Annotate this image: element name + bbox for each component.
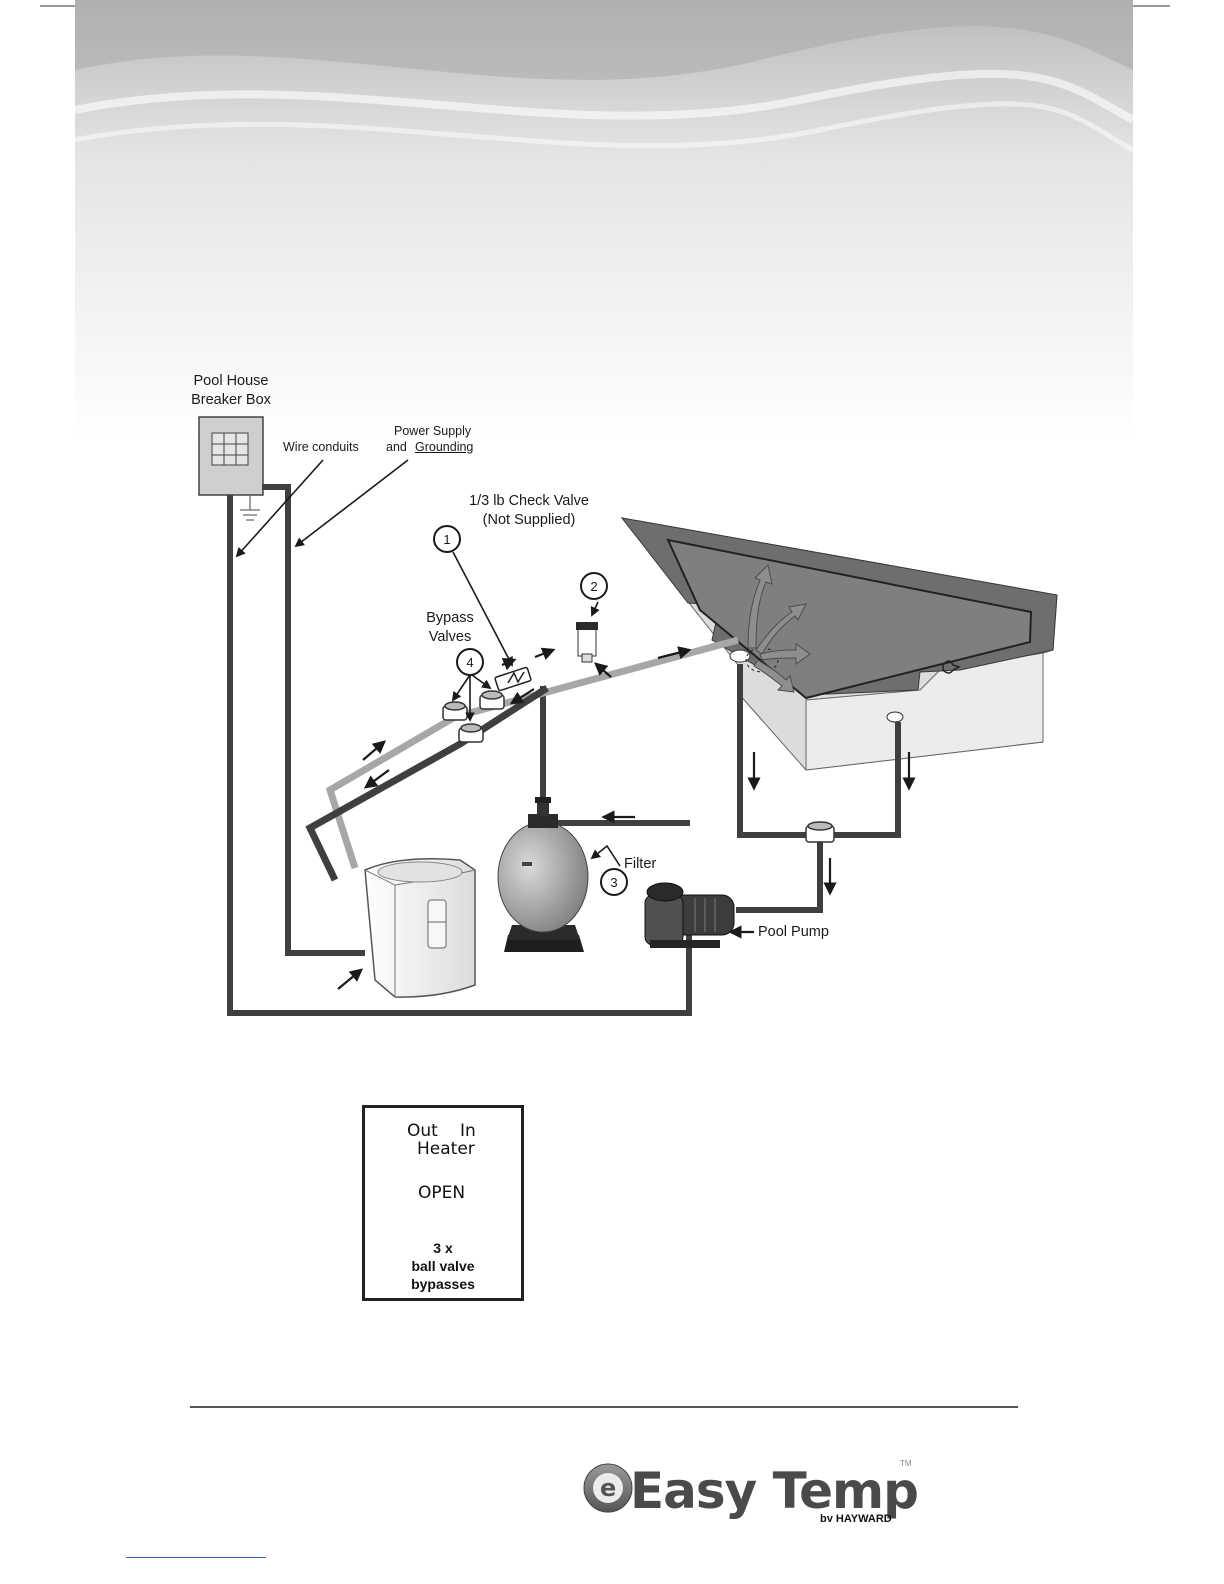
easy-temp-logo: e Easy Temp TM by HAYWARD — [582, 1452, 942, 1522]
ball-valve-legend: Out In Heater OPEN 3 x ball valve bypass… — [362, 1105, 524, 1301]
footer-divider — [190, 1406, 1018, 1408]
main-drain-icon — [887, 712, 903, 722]
svg-text:1: 1 — [443, 532, 450, 547]
chlorinator-icon — [576, 622, 598, 662]
heat-pump-heater-icon — [365, 859, 475, 997]
pool-deck — [622, 518, 1057, 770]
footer-link-underline — [126, 1557, 266, 1558]
check-valve-icon — [495, 667, 532, 691]
legend-out-label: Out — [407, 1121, 438, 1141]
and-label: and — [386, 438, 407, 457]
callout-2: 2 — [581, 573, 607, 599]
legend-heater-label: Heater — [417, 1139, 475, 1159]
svg-text:TM: TM — [900, 1459, 912, 1468]
check-valve-label: 1/3 lb Check Valve (Not Supplied) — [456, 492, 602, 530]
svg-text:e: e — [600, 1474, 616, 1502]
filter-label: Filter — [624, 855, 656, 874]
breaker-box-label: Pool House Breaker Box — [186, 372, 276, 410]
svg-text:4: 4 — [466, 655, 473, 670]
svg-text:3: 3 — [610, 875, 617, 890]
svg-text:2: 2 — [590, 579, 597, 594]
legend-open-label: OPEN — [418, 1183, 465, 1203]
wire-conduits-label: Wire conduits — [283, 438, 359, 457]
svg-text:Easy Temp: Easy Temp — [630, 1462, 918, 1520]
bypass-valves-label: Bypass Valves — [418, 609, 482, 647]
grounding-label: Grounding — [415, 438, 473, 457]
legend-caption: 3 x ball valve bypasses — [365, 1239, 521, 1293]
legend-in-label: In — [460, 1121, 476, 1141]
pool-pump-label: Pool Pump — [758, 923, 829, 942]
svg-text:by HAYWARD: by HAYWARD — [820, 1513, 892, 1522]
callout-4: 4 — [457, 649, 483, 675]
